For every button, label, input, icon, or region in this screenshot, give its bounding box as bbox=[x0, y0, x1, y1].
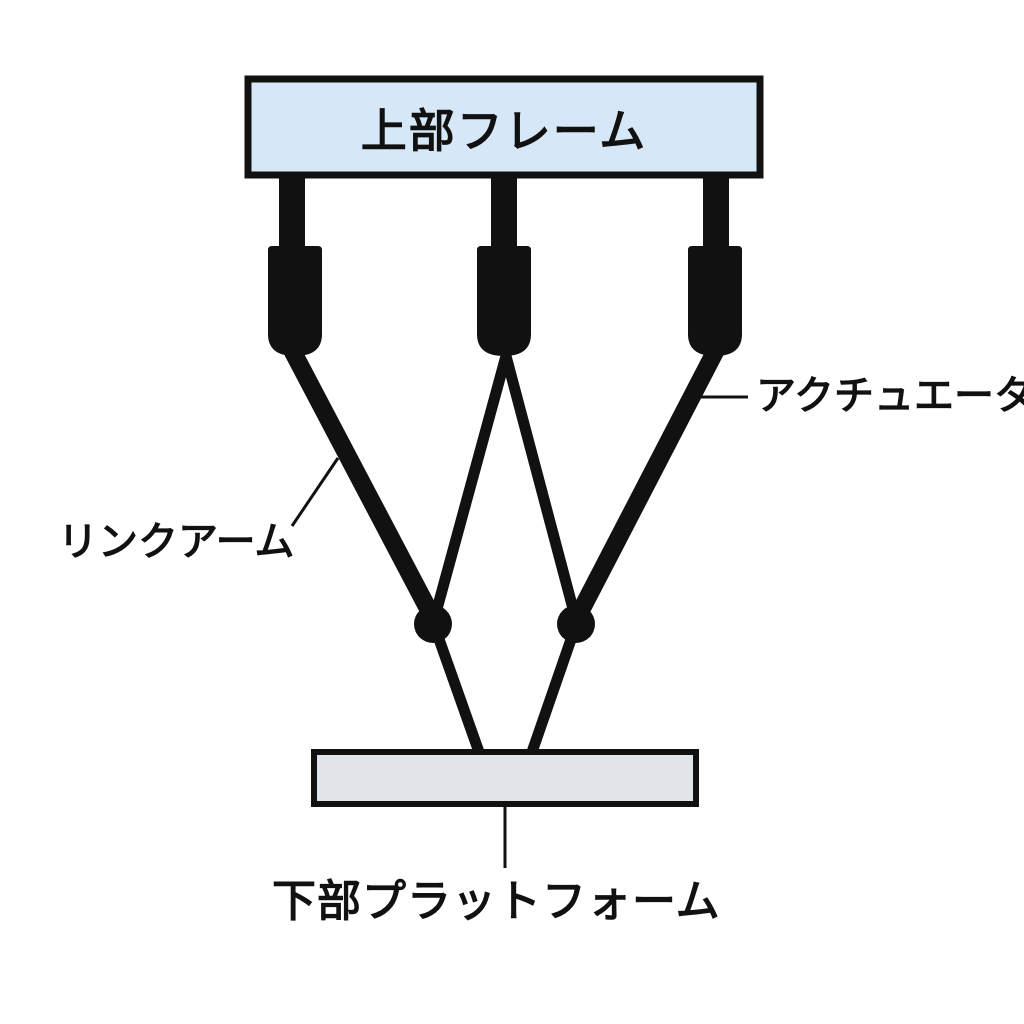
link-arm-leader-line bbox=[290, 457, 340, 527]
bottom-platform bbox=[311, 749, 699, 807]
actuator-shaft-left bbox=[279, 178, 305, 258]
bottom-platform-label: 下部プラットフォーム bbox=[272, 876, 721, 927]
link-arm-right-outer bbox=[567, 341, 725, 629]
top-frame-label: 上部フレーム bbox=[360, 104, 648, 158]
link-arm-label: リンクアーム bbox=[58, 519, 295, 565]
lower-arm-right bbox=[526, 619, 582, 758]
actuator-body-center bbox=[477, 246, 531, 356]
top-frame bbox=[244, 75, 764, 179]
joint-left bbox=[414, 605, 452, 643]
link-arm-center-left bbox=[428, 350, 512, 626]
link-arm-left-outer bbox=[284, 343, 443, 629]
actuator-label: アクチュエータ bbox=[756, 373, 1024, 419]
lower-arm-left bbox=[428, 619, 485, 758]
actuator-shaft-center bbox=[491, 178, 517, 258]
actuator-body-right bbox=[688, 246, 742, 356]
joint-right bbox=[557, 605, 595, 643]
link-arm-center-right bbox=[500, 350, 582, 626]
actuator-body-left bbox=[268, 246, 322, 356]
actuator-shaft-right bbox=[703, 178, 729, 258]
